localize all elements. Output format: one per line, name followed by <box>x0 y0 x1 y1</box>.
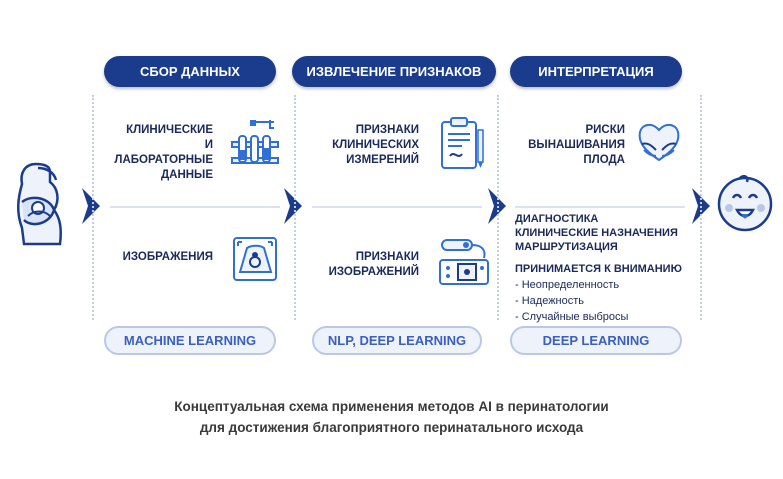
lab-tubes-icon <box>231 120 279 164</box>
clinical-lab-data-label: КЛИНИЧЕСКИЕ И ЛАБОРАТОРНЫЕ ДАННЫЕ <box>114 124 213 181</box>
method-collection: MACHINE LEARNING <box>104 326 276 355</box>
clinical-features-label: ПРИЗНАКИ КЛИНИЧЕСКИХ ИЗМЕРЕНИЙ <box>332 124 419 166</box>
diag-line: ДИАГНОСТИКА <box>515 213 599 225</box>
caption-line-1: Концептуальная схема применения методов … <box>174 399 609 414</box>
attention-item: - Надежность <box>515 295 585 307</box>
ultrasound-device-icon <box>439 239 489 285</box>
row-divider <box>515 206 685 208</box>
image-features-label: ПРИЗНАКИ ИЗОБРАЖЕНИЙ <box>328 251 419 278</box>
phase-interpretation-header: ИНТЕРПРЕТАЦИЯ <box>510 56 682 87</box>
interpretation-outcomes: ДИАГНОСТИКА КЛИНИЧЕСКИЕ НАЗНАЧЕНИЯ МАРШР… <box>515 212 690 324</box>
diag-line: МАРШРУТИЗАЦИЯ <box>515 241 618 253</box>
caption-line-2: для достижения благоприятного перинаталь… <box>199 420 584 435</box>
attention-item: - Случайные выбросы <box>515 311 629 323</box>
column-divider <box>294 95 296 320</box>
baby-face-icon <box>717 174 773 232</box>
clipboard-icon <box>441 117 484 169</box>
ultrasound-image-icon <box>233 237 277 281</box>
fetal-risks-label: РИСКИ ВЫНАШИВАНИЯ ПЛОДА <box>528 124 625 166</box>
row-divider <box>110 206 280 208</box>
column-divider <box>700 95 702 320</box>
attention-item: - Неопределенность <box>515 279 620 291</box>
column-divider <box>92 95 94 320</box>
heart-hands-icon <box>638 124 680 162</box>
diag-line: КЛИНИЧЕСКИЕ НАЗНАЧЕНИЯ <box>515 227 678 239</box>
attention-title: ПРИНИМАЕТСЯ К ВНИМАНИЮ <box>515 263 682 275</box>
row-divider <box>312 206 482 208</box>
chevron-right-icon <box>82 188 100 224</box>
method-extraction: NLP, DEEP LEARNING <box>312 326 482 355</box>
chevron-right-icon <box>284 188 302 224</box>
phase-extraction-header: ИЗВЛЕЧЕНИЕ ПРИЗНАКОВ <box>292 56 496 87</box>
column-divider <box>497 95 499 320</box>
images-label: ИЗОБРАЖЕНИЯ <box>122 251 213 263</box>
pregnant-woman-icon <box>17 162 62 246</box>
phase-collection-header: СБОР ДАННЫХ <box>104 56 276 87</box>
method-interpretation: DEEP LEARNING <box>510 326 682 355</box>
